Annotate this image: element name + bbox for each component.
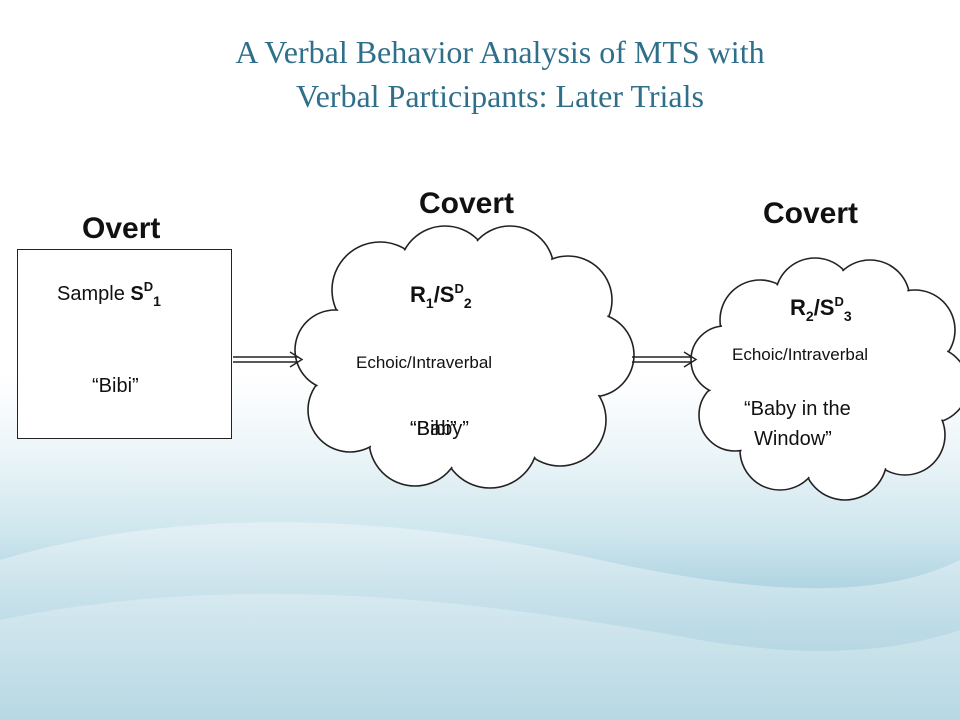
r2-sd3-label: R2/SD3 xyxy=(790,294,852,324)
title-line-1: A Verbal Behavior Analysis of MTS with xyxy=(235,34,765,70)
r1-d-superscript: D xyxy=(454,281,464,296)
baby-echo-quote: “Baby” xyxy=(410,418,469,440)
r1-subscript: 1 xyxy=(425,295,434,311)
r1-r: R xyxy=(410,282,426,307)
overt-heading: Overt xyxy=(82,212,161,245)
slide-title: A Verbal Behavior Analysis of MTS with V… xyxy=(120,30,880,118)
r1-sd2-label: R1/SD2 xyxy=(410,281,472,311)
echoic-intraverbal-label-1: Echoic/Intraverbal xyxy=(356,353,493,372)
r2-subscript: 2 xyxy=(805,308,814,324)
r1-slash-s: /S xyxy=(433,282,455,307)
sample-word: Sample xyxy=(57,283,125,305)
title-line-2: Verbal Participants: Later Trials xyxy=(296,78,704,114)
covert-heading-1: Covert xyxy=(419,187,515,220)
sample-s: S xyxy=(130,283,144,305)
arrow-covert-to-covert xyxy=(632,351,698,368)
r2-slash-s: /S xyxy=(813,295,835,320)
sample-sd1-label: Sample SD1 xyxy=(57,279,161,309)
r2-d-superscript: D xyxy=(834,294,844,309)
sample-subscript: 1 xyxy=(153,293,161,309)
bibi-echo-quote: “Bibi” xyxy=(410,418,457,440)
baby-window-quote-line-1: “Baby in the xyxy=(744,398,851,420)
sample-box xyxy=(17,249,232,439)
arrow-overt-to-covert xyxy=(233,351,304,368)
r2-r: R xyxy=(790,295,806,320)
echoic-intraverbal-label-2: Echoic/Intraverbal xyxy=(732,345,869,364)
sample-d-superscript: D xyxy=(143,279,154,294)
sd3-subscript: 3 xyxy=(843,308,852,324)
baby-window-quote-line-2: Window” xyxy=(754,428,832,450)
sd2-subscript: 2 xyxy=(463,295,472,311)
covert-heading-2: Covert xyxy=(763,197,859,230)
sample-quote: “Bibi” xyxy=(92,375,139,397)
